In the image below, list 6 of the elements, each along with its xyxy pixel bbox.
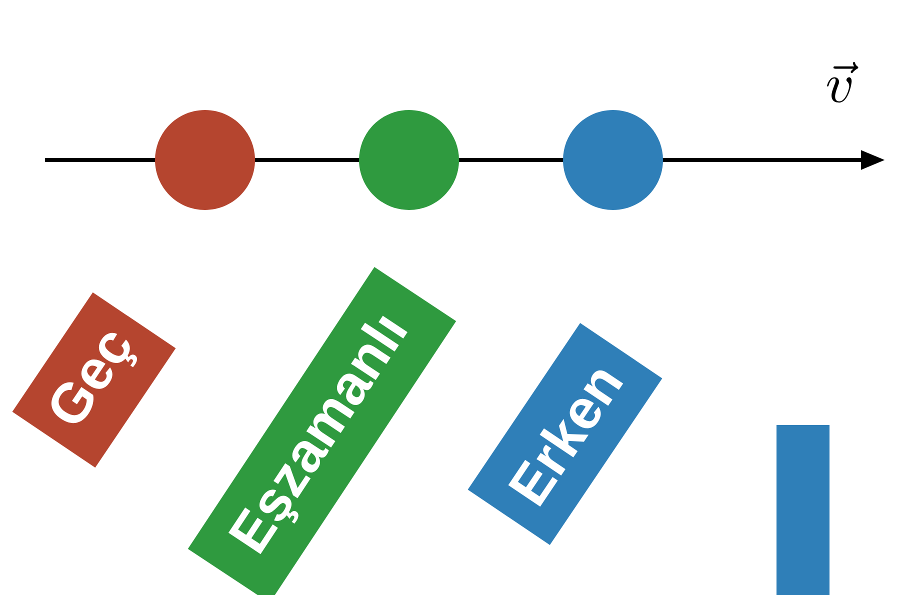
dot xyxy=(563,110,663,210)
dot xyxy=(155,110,255,210)
vector-symbol: $\vec{v}$ xyxy=(827,62,858,103)
label-card: Geç xyxy=(12,292,176,468)
bar xyxy=(776,425,830,595)
dot xyxy=(359,110,459,210)
